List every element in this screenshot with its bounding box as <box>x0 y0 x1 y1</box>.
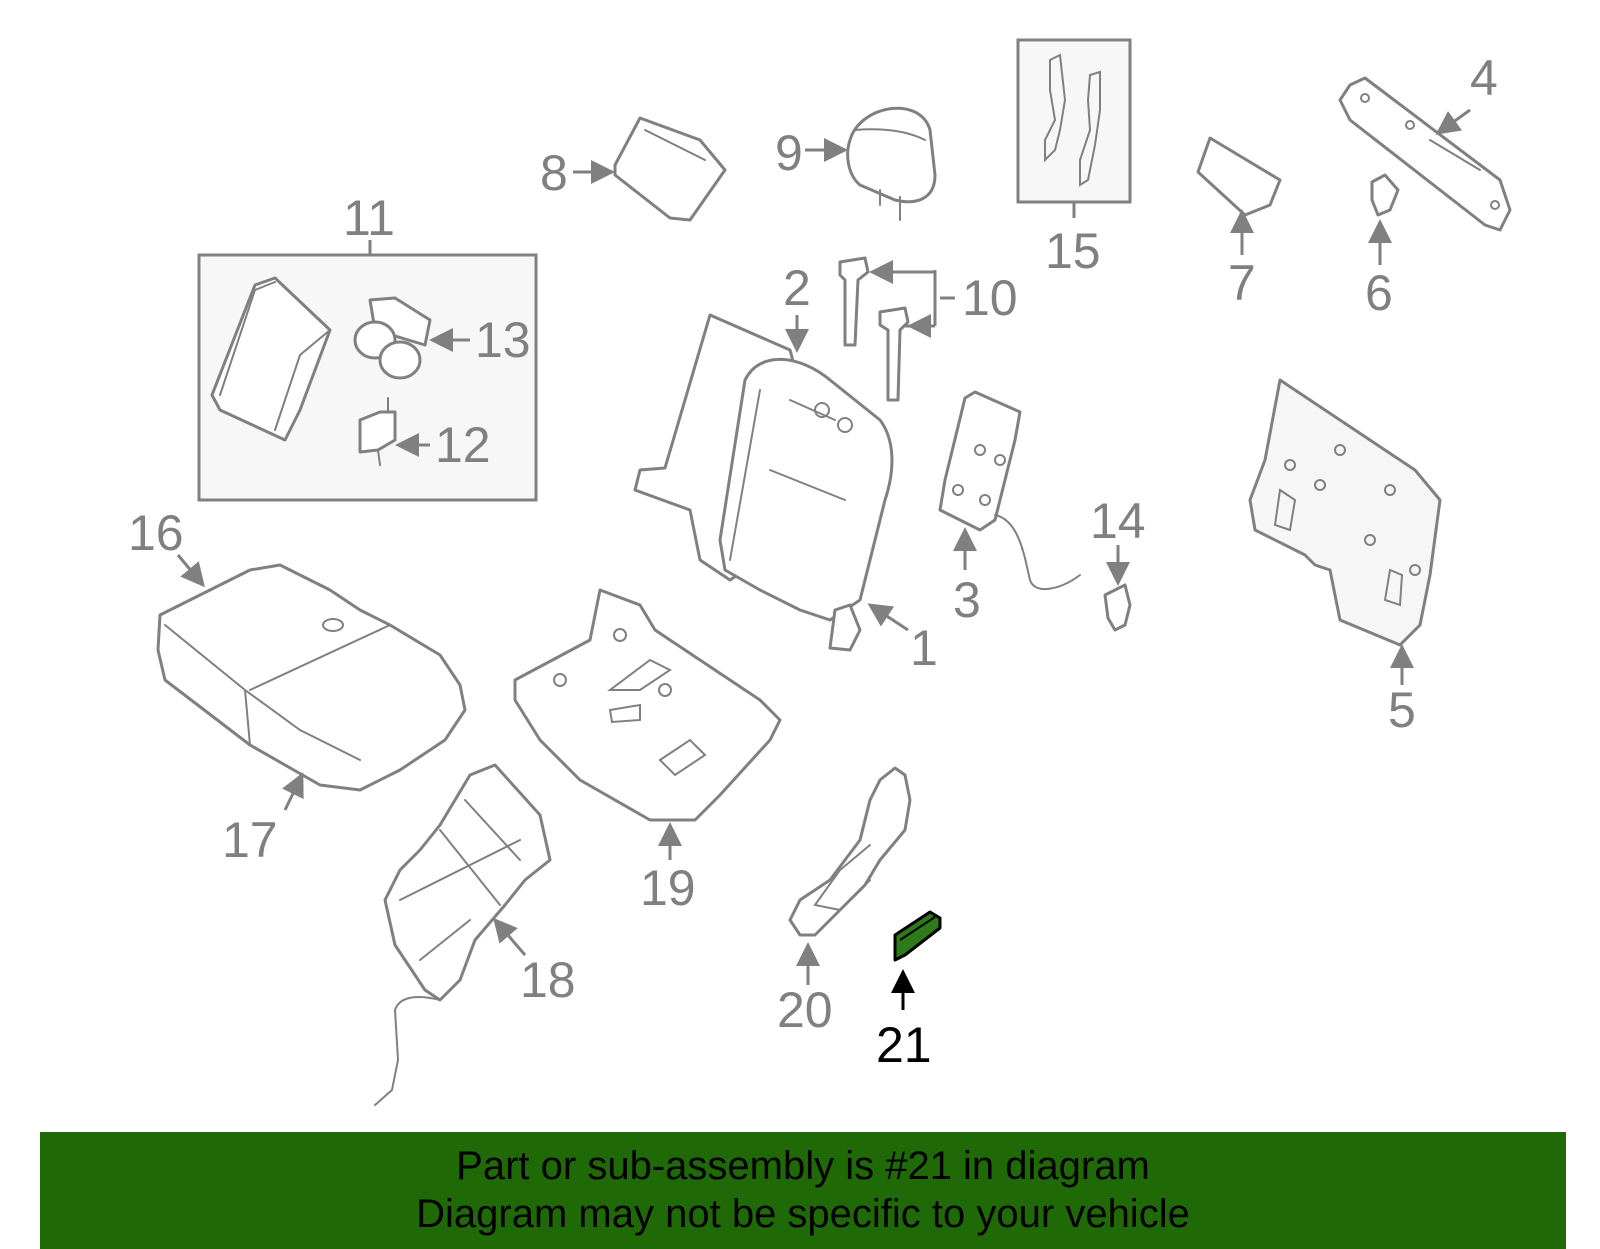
callout-13: 13 <box>475 312 531 368</box>
callout-19: 19 <box>640 860 696 916</box>
callout-10: 10 <box>962 270 1018 326</box>
part-21-highlighted-component[interactable] <box>893 910 942 962</box>
callout-18: 18 <box>520 952 576 1008</box>
part-10-headrest-guides[interactable] <box>838 256 910 402</box>
callout-6: 6 <box>1365 265 1393 321</box>
callout-14: 14 <box>1090 493 1146 549</box>
callout-3: 3 <box>953 572 981 628</box>
callout-16: 16 <box>128 505 184 561</box>
callout-4: 4 <box>1470 50 1498 106</box>
callout-21: 21 <box>876 1017 932 1073</box>
part-1-seat-back-assembly[interactable] <box>633 313 894 652</box>
part-14-clip[interactable] <box>1103 583 1132 632</box>
part-13-knob-assembly[interactable] <box>353 296 432 380</box>
banner-line-1: Part or sub-assembly is #21 in diagram <box>456 1144 1150 1188</box>
callout-12: 12 <box>435 417 491 473</box>
part-20-side-cover[interactable] <box>788 766 912 937</box>
part-11-side-panel[interactable] <box>210 276 332 442</box>
info-banner: Part or sub-assembly is #21 in diagram D… <box>40 1132 1566 1249</box>
part-8-armrest-pad[interactable] <box>613 116 727 222</box>
leader-lines <box>176 108 1471 1010</box>
callout-5: 5 <box>1388 682 1416 738</box>
callout-1: 1 <box>910 620 938 676</box>
part-4-trim-rail[interactable] <box>1338 76 1512 232</box>
callout-11: 11 <box>343 190 395 246</box>
part-12-clip[interactable] <box>358 397 397 466</box>
part-18-seat-heater[interactable] <box>374 763 552 1106</box>
part-9-headrest[interactable] <box>846 106 937 221</box>
callout-labels: 1 2 3 4 5 6 7 8 9 10 11 12 13 14 15 16 1… <box>128 50 1498 1073</box>
callout-17: 17 <box>222 812 278 868</box>
part-19-seat-frame[interactable] <box>513 588 782 822</box>
part-5-back-panel[interactable] <box>1248 378 1442 647</box>
part-17-seat-cushion[interactable] <box>156 563 467 792</box>
banner-line-2: Diagram may not be specific to your vehi… <box>416 1192 1190 1236</box>
callout-2: 2 <box>783 260 811 316</box>
callout-7: 7 <box>1228 255 1256 311</box>
group-box-15 <box>1016 38 1132 218</box>
part-6-clip[interactable] <box>1370 173 1400 217</box>
callout-8: 8 <box>540 145 568 201</box>
callout-20: 20 <box>777 982 833 1038</box>
callout-15: 15 <box>1045 223 1101 279</box>
part-3-latch-bracket[interactable] <box>938 390 1081 591</box>
part-7-trim-pad[interactable] <box>1196 136 1282 217</box>
callout-9: 9 <box>775 125 803 181</box>
